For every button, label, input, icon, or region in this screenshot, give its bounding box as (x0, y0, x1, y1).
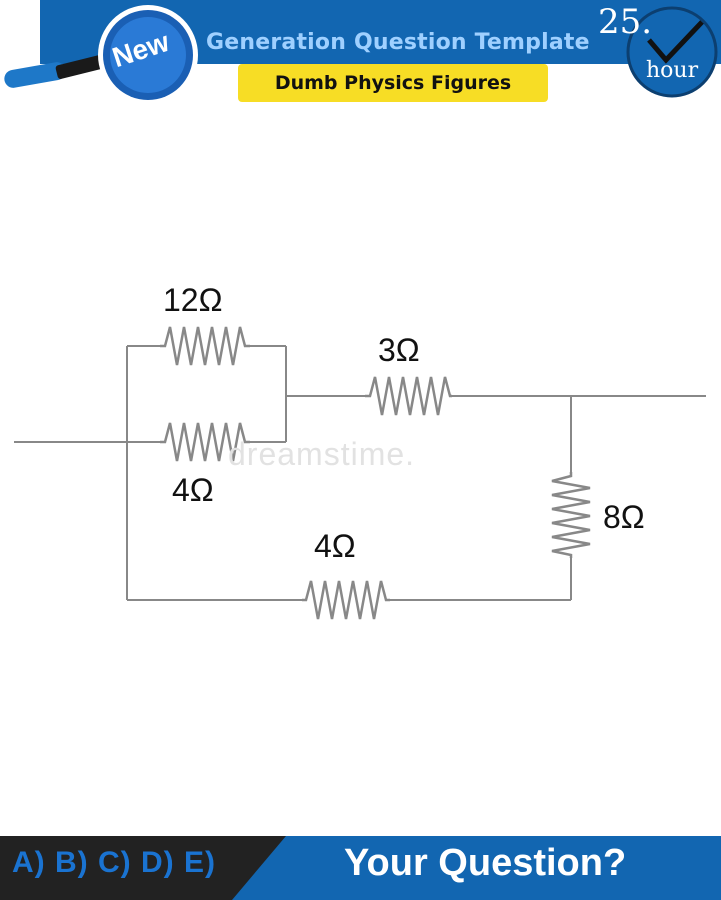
footer-blue-panel (232, 836, 721, 900)
header-title: Generation Question Template (206, 30, 590, 55)
circuit-diagram (14, 326, 706, 620)
resistor-4ohm-bottom (302, 580, 390, 620)
watermark: dreamstime. (228, 436, 416, 472)
header-subtitle: Dumb Physics Figures (238, 64, 548, 102)
resistor-12ohm (160, 326, 250, 366)
resistor-4ohm-top-label: 4Ω (172, 472, 214, 508)
resistor-8ohm (551, 472, 591, 558)
question-prompt: Your Question? (344, 842, 627, 884)
clock-word: hour (646, 58, 699, 83)
clock-icon (626, 6, 718, 98)
resistor-8ohm-label: 8Ω (603, 499, 645, 535)
resistor-3ohm-label: 3Ω (378, 332, 420, 368)
clock-number: 25. (598, 2, 653, 42)
resistor-4ohm-bottom-label: 4Ω (314, 528, 356, 564)
answer-options: A) B) C) D) E) (12, 846, 216, 879)
resistor-4ohm-top (160, 422, 250, 462)
magnifier-icon (4, 5, 198, 105)
resistor-3ohm (365, 376, 452, 416)
resistor-12ohm-label: 12Ω (163, 282, 223, 318)
